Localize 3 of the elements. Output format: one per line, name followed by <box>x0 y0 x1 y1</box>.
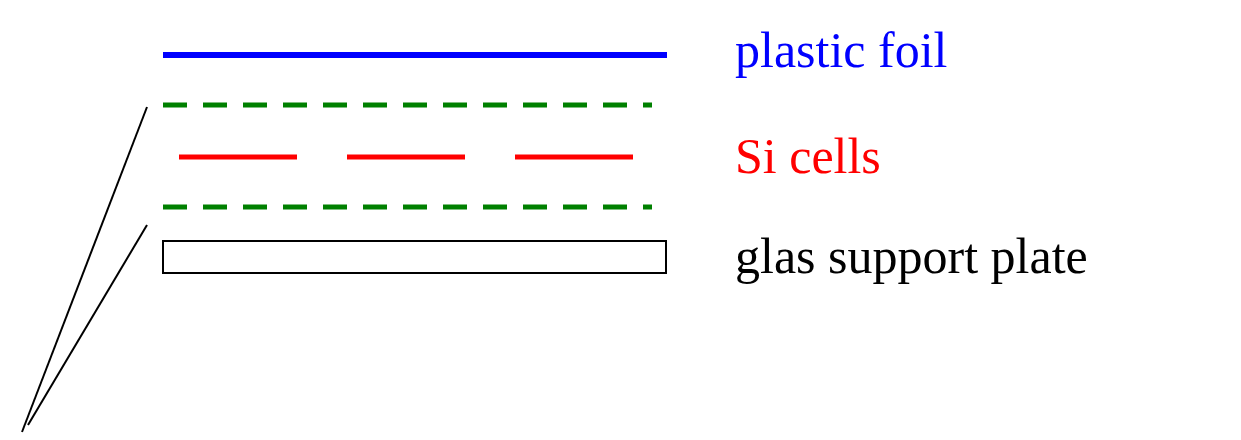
layer-label: glas support plate <box>735 228 1088 284</box>
layer-label: plastic foil <box>735 22 948 78</box>
layer-label: Si cells <box>735 128 881 184</box>
